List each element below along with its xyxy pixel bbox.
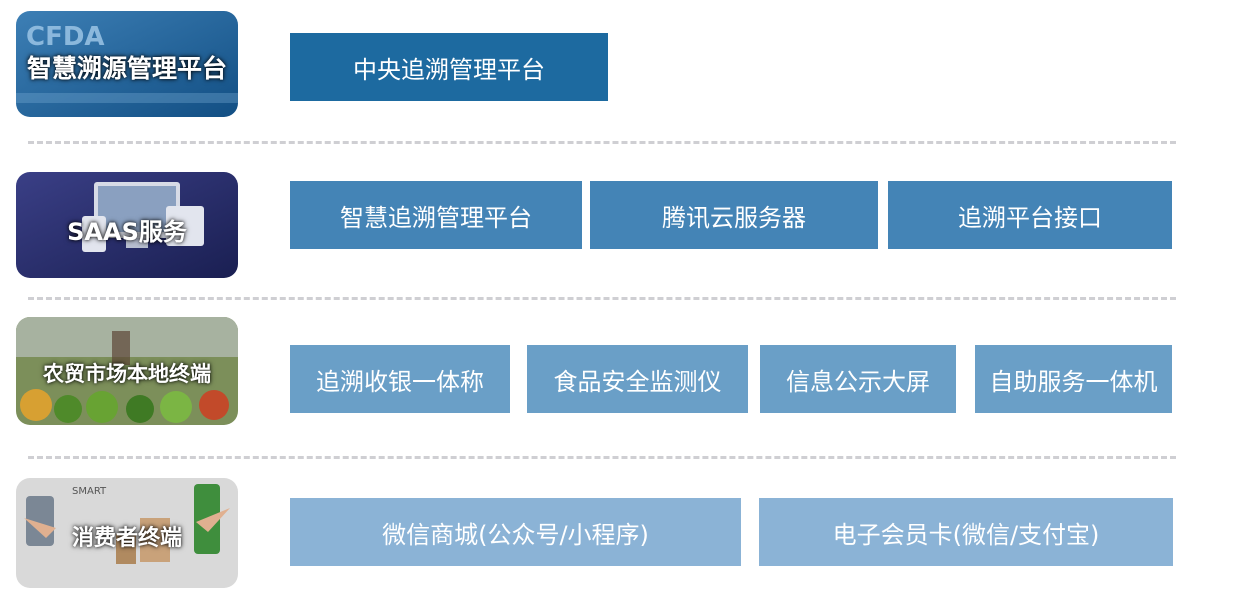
box-e-membership-card: 电子会员卡(微信/支付宝) — [759, 498, 1173, 566]
row-label-text: 消费者终端 — [71, 526, 182, 551]
row-label-consumer-terminal: SMART 消费者终端 — [16, 478, 238, 588]
box-self-service-kiosk: 自助服务一体机 — [975, 345, 1172, 413]
row-label-saas: SAAS服务 — [16, 172, 238, 278]
market-background-image — [16, 317, 238, 425]
box-food-safety-monitor: 食品安全监测仪 — [527, 345, 748, 413]
box-central-trace-platform: 中央追溯管理平台 — [290, 33, 608, 101]
box-info-display-screen: 信息公示大屏 — [760, 345, 956, 413]
row-label-text: SAAS服务 — [67, 217, 187, 246]
row-label-text: 智慧溯源管理平台 — [26, 54, 227, 83]
box-smart-trace-platform: 智慧追溯管理平台 — [290, 181, 582, 249]
row-label-platform: CFDA 智慧溯源管理平台 — [16, 11, 238, 117]
divider — [28, 141, 1176, 144]
consumer-background-image: SMART — [16, 478, 238, 588]
box-wechat-mall: 微信商城(公众号/小程序) — [290, 498, 741, 566]
row-label-market-terminal: 农贸市场本地终端 — [16, 317, 238, 425]
cfda-background-image: CFDA — [16, 11, 238, 117]
box-trace-platform-api: 追溯平台接口 — [888, 181, 1172, 249]
row-label-text: 农贸市场本地终端 — [43, 362, 211, 386]
divider — [28, 297, 1176, 300]
box-trace-cashier-scale: 追溯收银一体称 — [290, 345, 510, 413]
svg-text:SMART: SMART — [72, 486, 107, 497]
saas-background-image — [16, 172, 238, 278]
box-tencent-cloud-server: 腾讯云服务器 — [590, 181, 878, 249]
divider — [28, 456, 1176, 459]
svg-text:CFDA: CFDA — [26, 22, 105, 52]
